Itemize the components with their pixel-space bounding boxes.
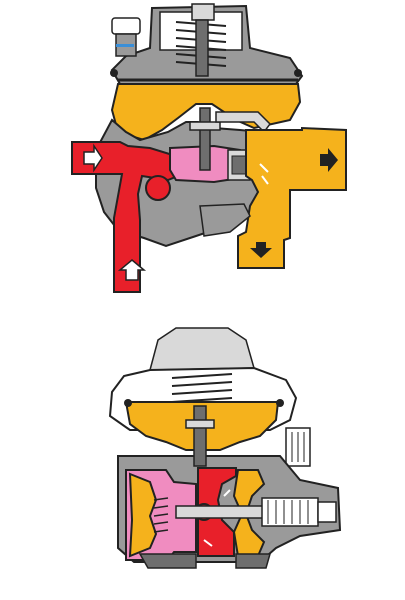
lower-left-diaphragm	[128, 472, 158, 558]
lower-spring	[171, 373, 233, 403]
lower-bonnet-dome	[149, 327, 255, 371]
outlet-right-right-arrow	[320, 148, 338, 172]
outlet-bottom-down-arrow	[250, 242, 272, 258]
upper-inlet-left-channel	[71, 141, 180, 293]
inlet-left-right-arrow	[83, 143, 103, 173]
adjust-cap	[111, 17, 141, 35]
upper-internal-flow-arrows	[259, 163, 269, 185]
upper-bonnet	[110, 3, 304, 85]
lower-left-spring	[153, 497, 169, 533]
lower-regulator-view	[108, 327, 342, 569]
inlet-bottom-up-arrow	[117, 259, 147, 281]
lower-internal-flow-arrows	[203, 489, 231, 547]
lower-valve-assembly	[175, 497, 337, 527]
upper-valve-stem	[189, 107, 251, 181]
upper-regulator-view	[71, 3, 347, 293]
lower-right-fitting	[285, 427, 311, 467]
upper-outlet-channel	[237, 126, 347, 269]
